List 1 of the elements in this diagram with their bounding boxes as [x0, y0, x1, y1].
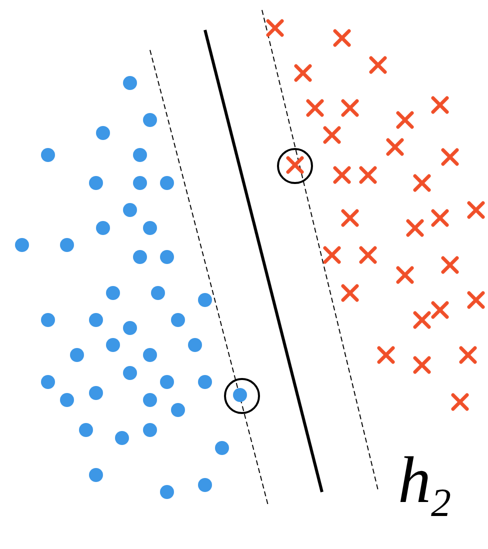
- hypothesis-label: h$_{2}$: [398, 448, 451, 524]
